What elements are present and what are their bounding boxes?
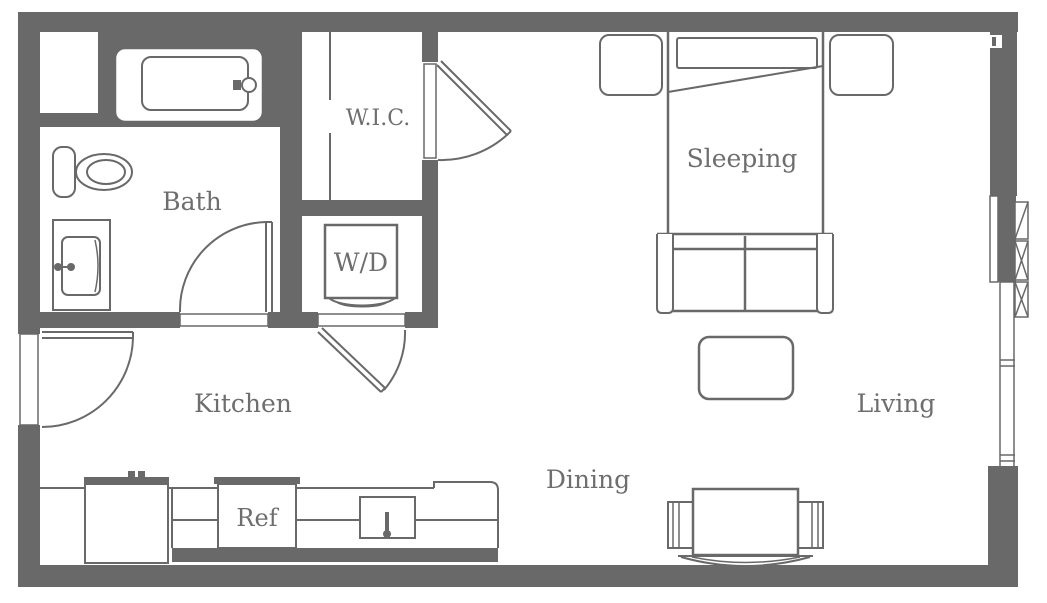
label-bath: Bath	[162, 187, 221, 216]
wall-left-lower	[18, 425, 40, 587]
toilet-tank	[52, 146, 76, 198]
stove-knob-b	[138, 471, 145, 478]
kitchen-sink-faucet-tip	[383, 530, 391, 538]
window-panel-1-diag	[1014, 201, 1029, 240]
label-kitchen: Kitchen	[194, 389, 292, 418]
dining-bench-arc-inner	[691, 556, 801, 564]
vanity-sink-curve	[94, 239, 99, 293]
dining-chair-left-frame	[667, 501, 694, 549]
refrigerator-label: Ref	[236, 504, 279, 532]
wall-left-upper	[18, 12, 40, 334]
wall-bath-bottom-left	[40, 312, 180, 328]
bath-fixtures	[52, 46, 265, 311]
washer-dryer-front-inner	[337, 302, 387, 308]
room-labels: Bath W.I.C. W/D Kitchen Sleeping Dining …	[162, 106, 935, 494]
bathtub-faucet-base	[233, 80, 241, 90]
bathtub-faucet-knob	[241, 77, 257, 93]
nightstand-right	[829, 34, 894, 96]
bed-fold-line	[667, 65, 824, 93]
wd-door-swing	[383, 329, 407, 391]
label-living: Living	[857, 389, 936, 418]
bath-door-swing	[178, 221, 267, 313]
wall-bottom	[18, 565, 1018, 587]
bath-door-threshold	[179, 313, 269, 327]
wall-top	[18, 12, 1018, 32]
label-dining: Dining	[546, 465, 630, 494]
dining-table	[691, 487, 800, 557]
wic-door-leaf-b	[440, 60, 512, 132]
sleeping-furniture	[599, 32, 894, 401]
vanity-faucet-knob-b	[67, 263, 75, 271]
label-wd: W/D	[334, 248, 388, 277]
bathtub	[113, 46, 265, 124]
wd-door-threshold	[317, 313, 406, 327]
kitchen-sink	[359, 496, 416, 539]
stove-body	[84, 477, 169, 564]
bath-vanity	[52, 219, 111, 311]
stove-top-bar	[85, 478, 168, 485]
window-strip-upper	[989, 195, 999, 283]
wall-wic-right-lower	[422, 160, 438, 328]
entry-door-frame	[19, 333, 39, 426]
refrigerator-top-bar	[214, 477, 300, 484]
wall-right-mid	[998, 196, 1016, 282]
refrigerator: Ref	[214, 477, 300, 549]
bathtub-outer	[113, 46, 265, 124]
nightstand-left	[599, 34, 663, 96]
toilet	[52, 146, 133, 198]
wall-wd-bottom-right	[405, 312, 438, 328]
label-wic: W.I.C.	[346, 106, 411, 131]
sofa	[656, 232, 834, 314]
refrigerator-body	[217, 483, 297, 549]
coffee-table	[697, 335, 795, 401]
wall-wic-wd-divider	[280, 200, 438, 216]
wd-door-leaf-a	[317, 331, 382, 393]
kitchen-fixtures: Ref	[40, 471, 499, 564]
wall-bath-wic	[280, 32, 302, 328]
wall-bath-bottom-mid	[268, 312, 318, 328]
window-panel-symbols	[1014, 201, 1029, 318]
wall-right-bottom	[988, 466, 1018, 587]
washer-dryer	[323, 223, 399, 308]
wd-door	[317, 313, 407, 393]
washer-dryer-box	[323, 223, 399, 300]
wic-door-swing	[437, 133, 509, 162]
doors	[19, 60, 512, 428]
right-windows	[989, 195, 1029, 466]
window-panel-2-diag-b	[1014, 240, 1029, 281]
entry-door	[19, 331, 134, 428]
sofa-armrest-right	[816, 234, 834, 314]
stove-knob-a	[128, 471, 135, 478]
wd-door-leaf-b	[321, 327, 386, 389]
vanity-faucet-knob-a	[54, 263, 62, 271]
dining-chair-right-frame	[797, 501, 824, 549]
wic-door	[423, 60, 512, 162]
wall-wic-right-stub	[422, 32, 438, 62]
stove	[84, 471, 169, 564]
dining-set	[667, 487, 824, 567]
window-panel-3-diag-b	[1014, 281, 1029, 318]
wic-door-leaf-a	[436, 64, 508, 136]
counter-right-cap	[433, 481, 499, 548]
entry-door-swing	[41, 337, 134, 428]
sofa-armrest-left	[656, 234, 674, 314]
wall-void-bottom	[40, 113, 98, 127]
bath-door	[178, 221, 273, 327]
washer-dryer-front-outer	[328, 297, 396, 307]
kitchen-counter-base	[172, 548, 498, 562]
toilet-bowl-inner	[86, 159, 126, 185]
closets	[323, 32, 399, 308]
dining-chair-right	[797, 501, 824, 549]
bed-pillow	[676, 37, 818, 69]
wic-door-frame	[423, 63, 437, 159]
dining-chair-left	[667, 501, 694, 549]
dining-bench-arc-outer	[680, 556, 811, 567]
label-sleeping: Sleeping	[687, 144, 798, 173]
bed	[666, 32, 825, 234]
wall-notch-tick	[992, 37, 996, 46]
